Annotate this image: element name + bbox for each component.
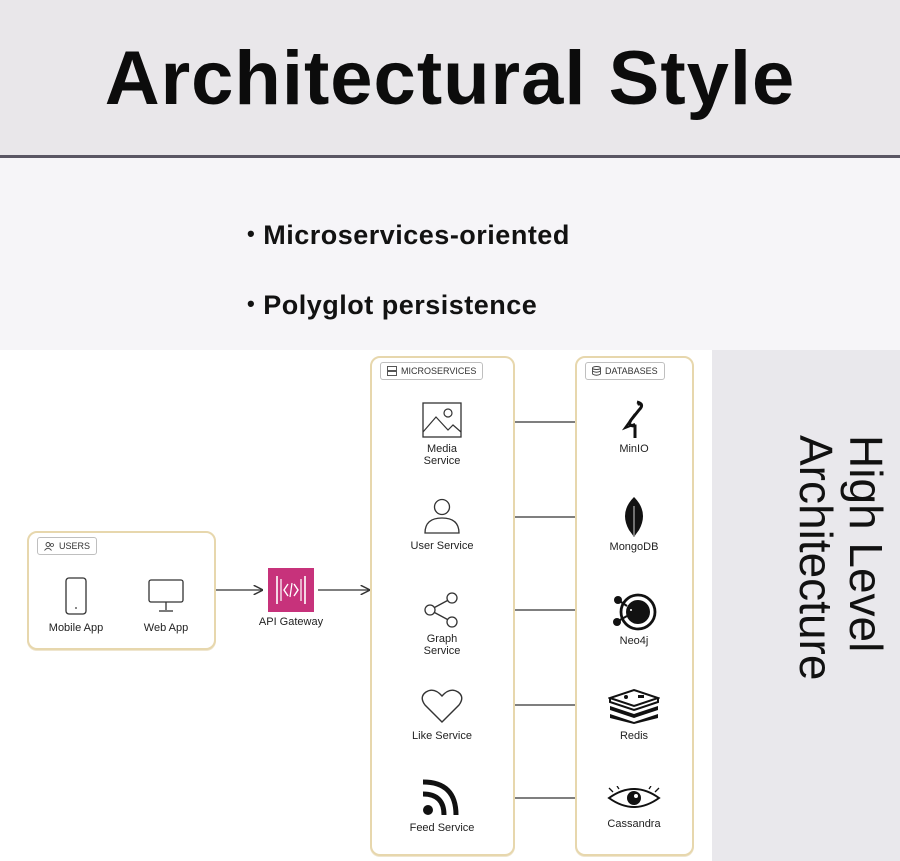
- title-divider: [0, 155, 900, 158]
- db-label: Neo4j: [619, 635, 649, 647]
- api-gateway-icon: [268, 568, 314, 612]
- mongodb-leaf-icon: [625, 497, 643, 537]
- bullet-section: • Microservices-oriented • Polyglot persis…: [0, 158, 900, 350]
- databases-group-tag: DATABASES: [585, 362, 665, 380]
- vertical-title: High Level Architecture: [712, 350, 900, 861]
- bullet-text: Polyglot persistence: [263, 290, 538, 320]
- users-group: USERS Mobile App Web App: [27, 531, 216, 650]
- user-icon: [424, 498, 460, 534]
- rss-icon: [422, 779, 459, 816]
- service-label-line2: Service: [423, 645, 461, 657]
- vertical-title-line1: High Level: [840, 435, 892, 653]
- title-band: Architectural Style: [0, 0, 900, 155]
- service-label-line2: Service: [423, 455, 461, 467]
- bullet-dot: •: [247, 291, 256, 316]
- db-label: Redis: [619, 730, 649, 742]
- client-node-mobile: Mobile App: [41, 577, 111, 634]
- architecture-diagram: USERS Mobile App Web App API Gateway MIC…: [0, 350, 712, 861]
- databases-group-label: DATABASES: [605, 366, 658, 376]
- client-label: Web App: [143, 622, 189, 634]
- gateway-label: API Gateway: [258, 616, 324, 628]
- microservices-group: MICROSERVICES Media Service User Service…: [370, 356, 515, 856]
- slide-title: Architectural Style: [104, 36, 796, 121]
- db-label: MinIO: [619, 443, 649, 455]
- redis-icon: [608, 688, 660, 724]
- bullet-item: • Polyglot persistence: [247, 290, 537, 321]
- share-icon: [424, 592, 458, 628]
- neo4j-icon: [613, 593, 657, 631]
- client-node-web: Web App: [131, 579, 201, 634]
- server-icon: [387, 366, 397, 376]
- cassandra-eye-icon: [607, 786, 661, 808]
- vertical-title-line2: Architecture: [790, 435, 842, 681]
- service-node-user: User Service: [392, 498, 492, 552]
- service-node-graph: Graph Service: [392, 592, 492, 657]
- bullet-text: Microservices-oriented: [263, 220, 570, 250]
- service-label: Feed Service: [409, 822, 475, 834]
- db-node-neo4j: Neo4j: [584, 592, 684, 647]
- service-node-feed: Feed Service: [392, 778, 492, 834]
- image-icon: [422, 402, 462, 438]
- mobile-icon: [65, 577, 87, 615]
- service-label: Media: [427, 443, 457, 455]
- microservices-group-tag: MICROSERVICES: [380, 362, 484, 380]
- users-group-label: USERS: [59, 541, 91, 551]
- microservices-group-label: MICROSERVICES: [401, 366, 477, 376]
- users-icon: [44, 541, 54, 551]
- service-node-media: Media Service: [392, 402, 492, 467]
- side-title-band: High Level Architecture: [712, 350, 900, 861]
- database-icon: [592, 366, 601, 376]
- users-group-tag: USERS: [37, 537, 98, 555]
- db-label: MongoDB: [609, 541, 659, 553]
- db-node-cassandra: Cassandra: [584, 786, 684, 830]
- service-label: User Service: [410, 540, 474, 552]
- heart-icon: [421, 689, 463, 723]
- api-gateway-node: API Gateway: [246, 568, 336, 628]
- databases-group: DATABASES MinIO MongoDB Neo4j Redis: [575, 356, 694, 856]
- bullet-item: • Microservices-oriented: [247, 220, 570, 251]
- db-node-redis: Redis: [584, 688, 684, 742]
- client-label: Mobile App: [48, 622, 104, 634]
- bullet-dot: •: [247, 221, 256, 246]
- db-node-mongodb: MongoDB: [584, 496, 684, 553]
- db-label: Cassandra: [607, 818, 661, 830]
- minio-icon: [621, 400, 644, 438]
- service-node-like: Like Service: [392, 688, 492, 742]
- db-node-minio: MinIO: [584, 400, 684, 455]
- service-label: Graph: [426, 633, 458, 645]
- monitor-icon: [148, 579, 184, 612]
- service-label: Like Service: [412, 730, 472, 742]
